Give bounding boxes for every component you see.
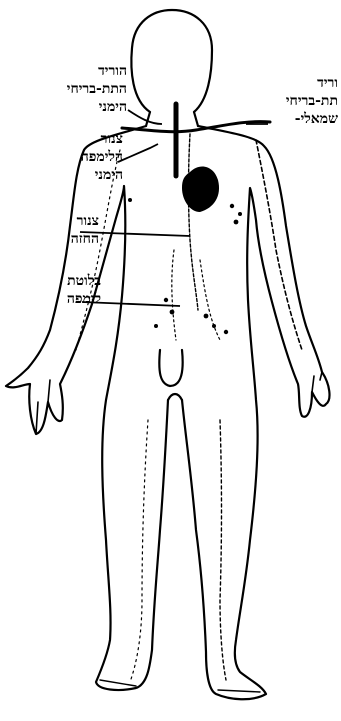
leader-right-lymphatic-duct: [118, 144, 158, 162]
crotch-outline: [168, 394, 182, 400]
label-line: הימני: [67, 98, 127, 116]
label-line: תת-בריחי: [286, 92, 338, 110]
label-right-lymphatic-duct: צנור הלימפה הימני: [81, 130, 123, 184]
label-line: שמאלי-: [286, 110, 338, 128]
label-line: הוריד: [67, 62, 127, 80]
label-line: בלוטת: [67, 272, 101, 290]
label-thoracic-duct: צנור החזה: [71, 212, 99, 248]
label-right-subclavian-vein: הוריד התת-בריחי הימני: [67, 62, 127, 116]
left-foot-line: [100, 680, 136, 686]
label-lymph-node: בלוטת לימפה: [67, 272, 101, 308]
lymph-node: [224, 330, 228, 334]
lymph-node: [230, 204, 234, 208]
thoracic-duct-line: [189, 134, 199, 310]
label-left-subclavian-vein: וריד תת-בריחי שמאלי-: [286, 74, 338, 128]
lymph-node: [128, 198, 132, 202]
lymph-node: [170, 310, 175, 315]
leader-right-subclavian-vein: [128, 110, 162, 124]
label-line: התת-בריחי: [67, 80, 127, 98]
lymph-node: [234, 220, 239, 225]
label-line: וריד: [286, 74, 338, 92]
lymph-node: [238, 212, 242, 216]
label-line: צנור: [71, 212, 99, 230]
heart: [182, 166, 219, 212]
label-line: החזה: [71, 230, 99, 248]
left-arm-lymph: [256, 140, 302, 350]
lymph-node: [212, 324, 216, 328]
label-line: לימפה: [67, 290, 101, 308]
lymph-node: [164, 298, 168, 302]
lymph-node: [204, 314, 209, 319]
right-hand-fingers: [312, 372, 322, 392]
genital-outline: [159, 350, 182, 386]
label-line: צנור: [81, 130, 123, 148]
left-leg-lymph: [130, 420, 148, 682]
head-outline: [131, 10, 212, 112]
body-outline-right: [182, 126, 329, 699]
lymph-node: [154, 324, 158, 328]
label-line: הלימפה: [81, 148, 123, 166]
right-leg-lymph: [220, 420, 226, 680]
body-outline-left: [6, 126, 168, 690]
right-foot-line: [218, 690, 260, 692]
label-line: הימני: [81, 166, 123, 184]
